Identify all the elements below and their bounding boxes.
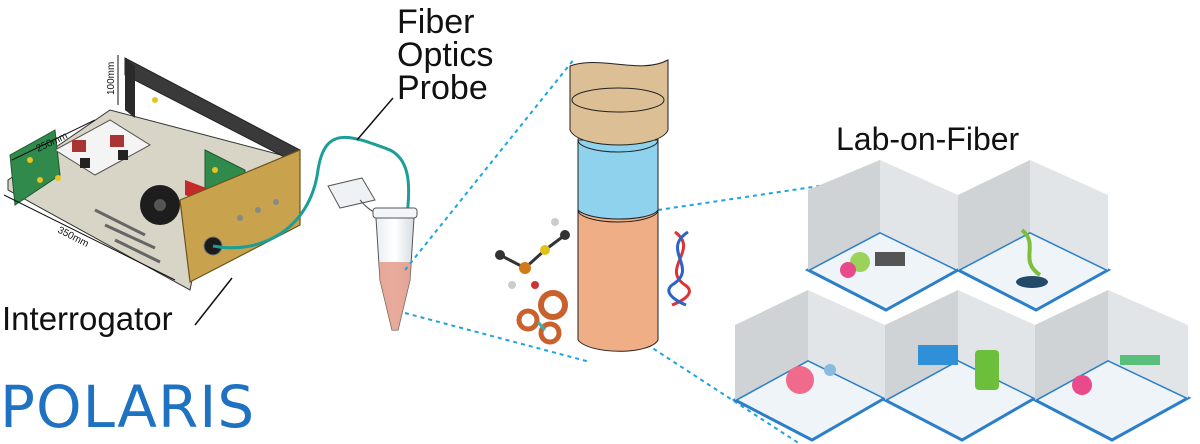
molecule-illustration (495, 218, 570, 289)
polaris-logo-text: POLARIS (0, 373, 256, 441)
lab-room (731, 290, 889, 442)
probe-label-line1: Fiber (397, 3, 475, 41)
interrogator-pointer (194, 277, 233, 326)
dna-icon (667, 230, 691, 307)
fiber-cylinder (569, 59, 669, 352)
probe-label-line2: Optics (397, 36, 494, 74)
interrogator-device: 100mm 250mm 350mm (3, 55, 302, 291)
lab-room (804, 160, 962, 312)
fiber-cable (212, 135, 411, 271)
lab-room (954, 160, 1112, 312)
protein-illustration (516, 290, 568, 345)
probe-pointer (356, 97, 394, 141)
lab-on-fiber-label: Lab-on-Fiber (836, 121, 1020, 157)
dim-height-label: 100mm (106, 62, 117, 95)
lab-room (881, 290, 1039, 442)
fiber-optics-probe-label: Fiber Optics Probe (397, 3, 494, 107)
sample-tube (327, 177, 418, 331)
lab-on-fiber-illustration (731, 160, 1192, 442)
interrogator-label: Interrogator (2, 300, 173, 337)
lab-room (1031, 290, 1192, 442)
probe-label-line3: Probe (397, 69, 488, 107)
